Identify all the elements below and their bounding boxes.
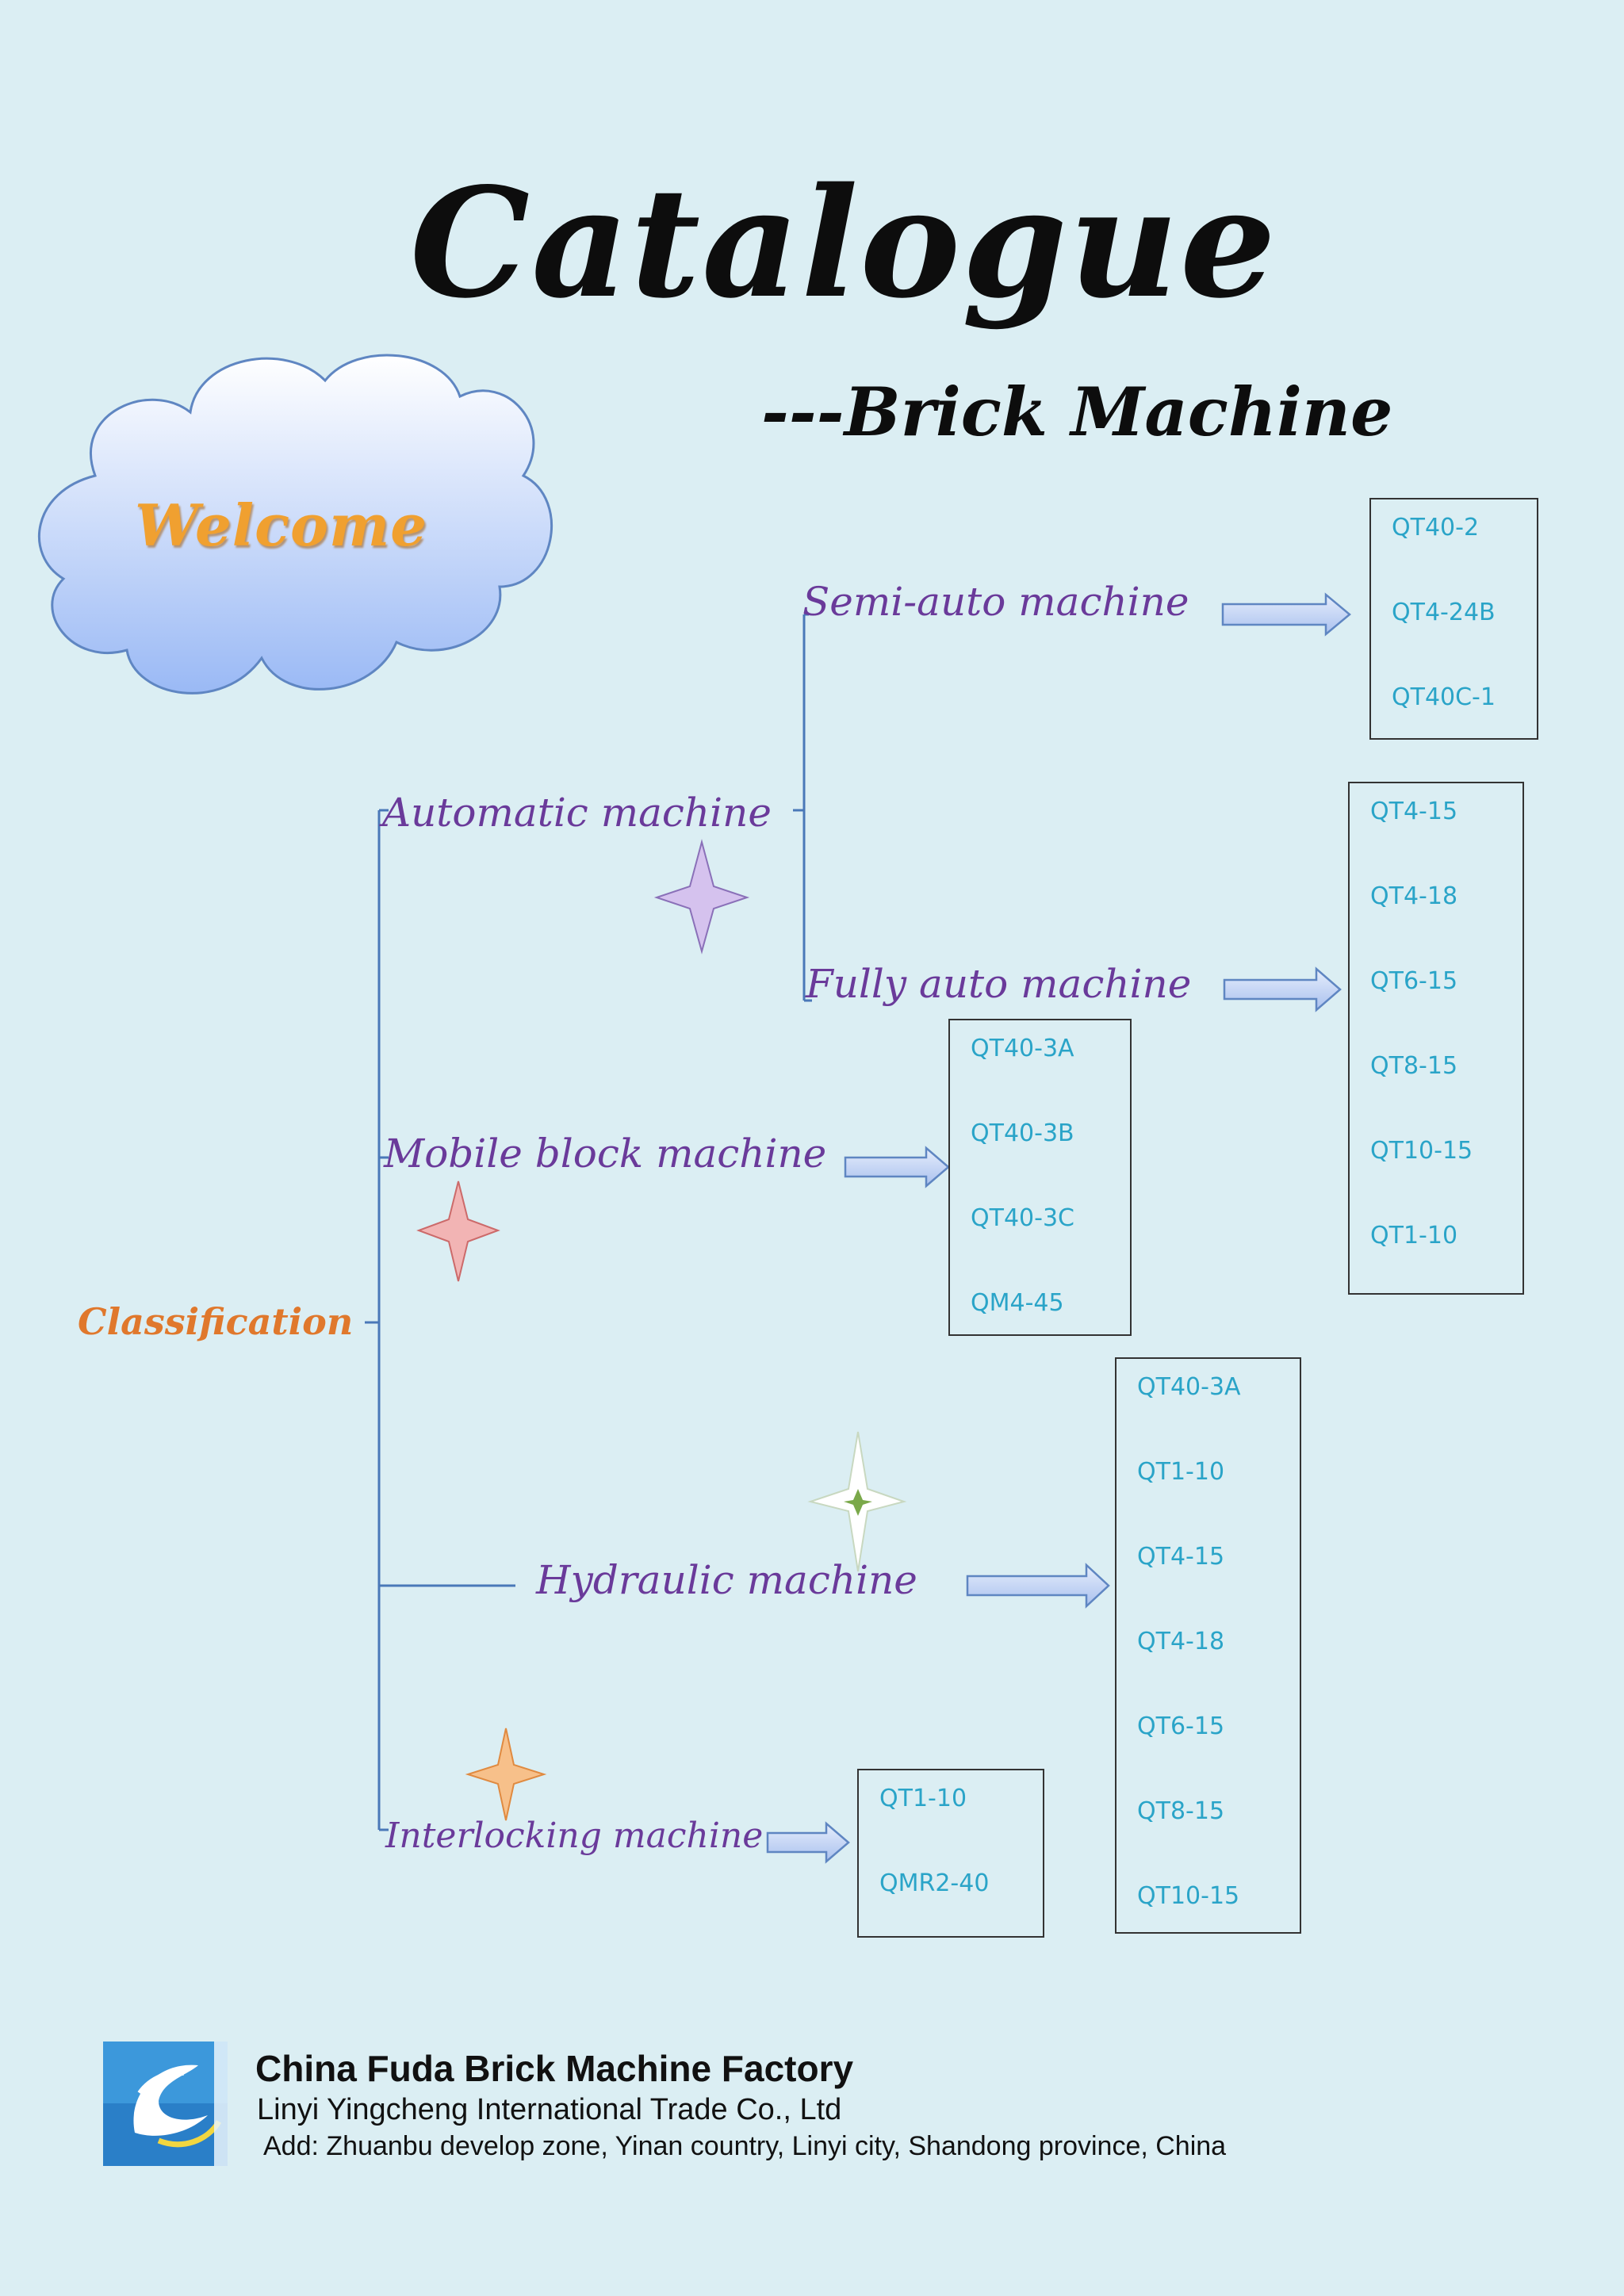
star-red-icon bbox=[416, 1181, 500, 1282]
node-automatic-machine: Automatic machine bbox=[382, 790, 772, 836]
footer-trade-company: Linyi Yingcheng International Trade Co.,… bbox=[257, 2093, 842, 2126]
model-item: QT10-15 bbox=[1370, 1137, 1473, 1165]
node-semi-auto-machine: Semi-auto machine bbox=[802, 579, 1189, 625]
star-purple-icon bbox=[653, 839, 750, 955]
arrow-mobile bbox=[844, 1146, 950, 1188]
arrow-semi-auto bbox=[1221, 592, 1351, 637]
tree-connectors bbox=[365, 613, 812, 1831]
model-item: QT40-3A bbox=[971, 1035, 1074, 1062]
model-item: QT4-15 bbox=[1370, 798, 1458, 825]
model-item: QT4-24B bbox=[1392, 599, 1496, 626]
model-item: QT1-10 bbox=[879, 1785, 967, 1812]
welcome-cloud bbox=[37, 354, 553, 695]
arrows bbox=[766, 592, 1351, 1864]
page-subtitle: ---Brick Machine bbox=[761, 373, 1393, 451]
model-item: QT4-18 bbox=[1137, 1628, 1225, 1655]
models-interlocking-box: QT1-10 QMR2-40 bbox=[857, 1769, 1044, 1938]
model-item: QT40-2 bbox=[1392, 514, 1480, 541]
model-item: QT40-3C bbox=[971, 1204, 1074, 1232]
star-white-green-icon bbox=[807, 1431, 907, 1572]
model-item: QT6-15 bbox=[1137, 1712, 1225, 1740]
model-item: QT8-15 bbox=[1370, 1052, 1458, 1080]
star-orange-icon bbox=[465, 1728, 547, 1821]
model-item: QT8-15 bbox=[1137, 1797, 1225, 1825]
arrow-interlocking bbox=[766, 1821, 850, 1864]
page-title: Catalogue bbox=[410, 155, 1277, 331]
node-classification: Classification bbox=[78, 1300, 354, 1343]
welcome-label: Welcome bbox=[135, 492, 428, 559]
model-item: QT40C-1 bbox=[1392, 683, 1496, 711]
node-interlocking-machine: Interlocking machine bbox=[385, 1816, 764, 1856]
model-item: QT1-10 bbox=[1137, 1458, 1225, 1486]
node-mobile-block-machine: Mobile block machine bbox=[384, 1131, 827, 1177]
model-item: QT4-18 bbox=[1370, 882, 1458, 910]
arrow-hydraulic bbox=[966, 1563, 1110, 1609]
footer-company-name: China Fuda Brick Machine Factory bbox=[255, 2048, 854, 2089]
node-hydraulic-machine: Hydraulic machine bbox=[536, 1557, 917, 1603]
models-mobile-box: QT40-3A QT40-3B QT40-3C QM4-45 bbox=[948, 1019, 1132, 1336]
models-fully-auto-box: QT4-15 QT4-18 QT6-15 QT8-15 QT10-15 QT1-… bbox=[1348, 782, 1524, 1295]
model-item: QT4-15 bbox=[1137, 1543, 1225, 1571]
model-item: QT6-15 bbox=[1370, 967, 1458, 995]
footer-address: Add: Zhuanbu develop zone, Yinan country… bbox=[263, 2131, 1227, 2161]
arrow-fully-auto bbox=[1223, 966, 1342, 1012]
model-item: QM4-45 bbox=[971, 1289, 1064, 1317]
node-fully-auto-machine: Fully auto machine bbox=[806, 961, 1192, 1007]
model-item: QT40-3B bbox=[971, 1119, 1074, 1147]
models-semi-auto-box: QT40-2 QT4-24B QT40C-1 bbox=[1369, 498, 1538, 740]
model-item: QMR2-40 bbox=[879, 1869, 990, 1897]
models-hydraulic-box: QT40-3A QT1-10 QT4-15 QT4-18 QT6-15 QT8-… bbox=[1115, 1357, 1301, 1934]
model-item: QT10-15 bbox=[1137, 1882, 1240, 1910]
model-item: QT40-3A bbox=[1137, 1373, 1241, 1401]
company-logo bbox=[103, 2042, 228, 2166]
model-item: QT1-10 bbox=[1370, 1222, 1458, 1249]
